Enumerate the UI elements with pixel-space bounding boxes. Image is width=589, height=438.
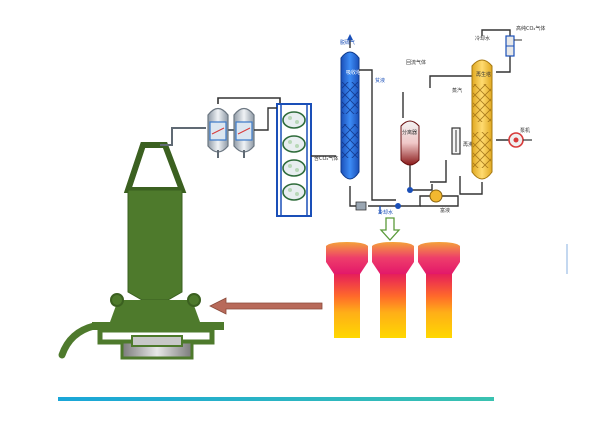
converter — [58, 127, 224, 360]
blower-unit: 泵机 — [508, 127, 532, 148]
condenser-water-label: 冷却水 — [475, 35, 490, 42]
rich-co2-gas-label: 高纯CO₂气体 — [516, 25, 545, 32]
lean-liquid-label: 贫液 — [375, 77, 385, 84]
separator-vessel: 分离器 回流气体 — [400, 59, 426, 166]
pump-units — [355, 187, 443, 211]
reboiler-label: 再沸器 — [463, 141, 478, 148]
pump-label: 泵机 — [520, 127, 530, 134]
stove-2 — [372, 242, 414, 338]
rich-liquid-label: 富液 — [440, 207, 450, 214]
bottom-divider-line — [58, 397, 494, 401]
condenser-unit — [505, 35, 522, 57]
scrubber-gas-label: 脱硫气 — [340, 39, 355, 46]
stripper-label: 再生塔 — [476, 71, 491, 78]
separator-label: 分离器 — [402, 129, 417, 136]
hot-stoves — [326, 242, 460, 338]
cooling-water-label: 冷却水 — [378, 209, 393, 216]
steam-label: 蒸汽 — [452, 87, 462, 94]
down-arrow-icon — [379, 217, 401, 241]
process-piping — [349, 29, 518, 214]
absorber-tower: 吸收塔 脱硫气 含CO₂气体 — [314, 34, 361, 200]
reboiler-unit: 再沸器 — [451, 127, 478, 155]
cooler-coil-bank — [254, 103, 336, 217]
stove-1 — [326, 242, 368, 338]
absorber-label: 吸收塔 — [346, 69, 361, 76]
reflux-gas-label: 回流气体 — [406, 59, 426, 66]
gas-cleaner-vessels — [196, 97, 281, 158]
flow-arrow-left-icon — [209, 297, 323, 315]
stove-3 — [418, 242, 460, 338]
side-marker — [566, 244, 568, 274]
stripper-tower: 再生塔 蒸汽 冷却水 高纯CO₂气体 富液 — [440, 25, 545, 214]
co2-gas-in-label: 含CO₂气体 — [314, 155, 338, 162]
